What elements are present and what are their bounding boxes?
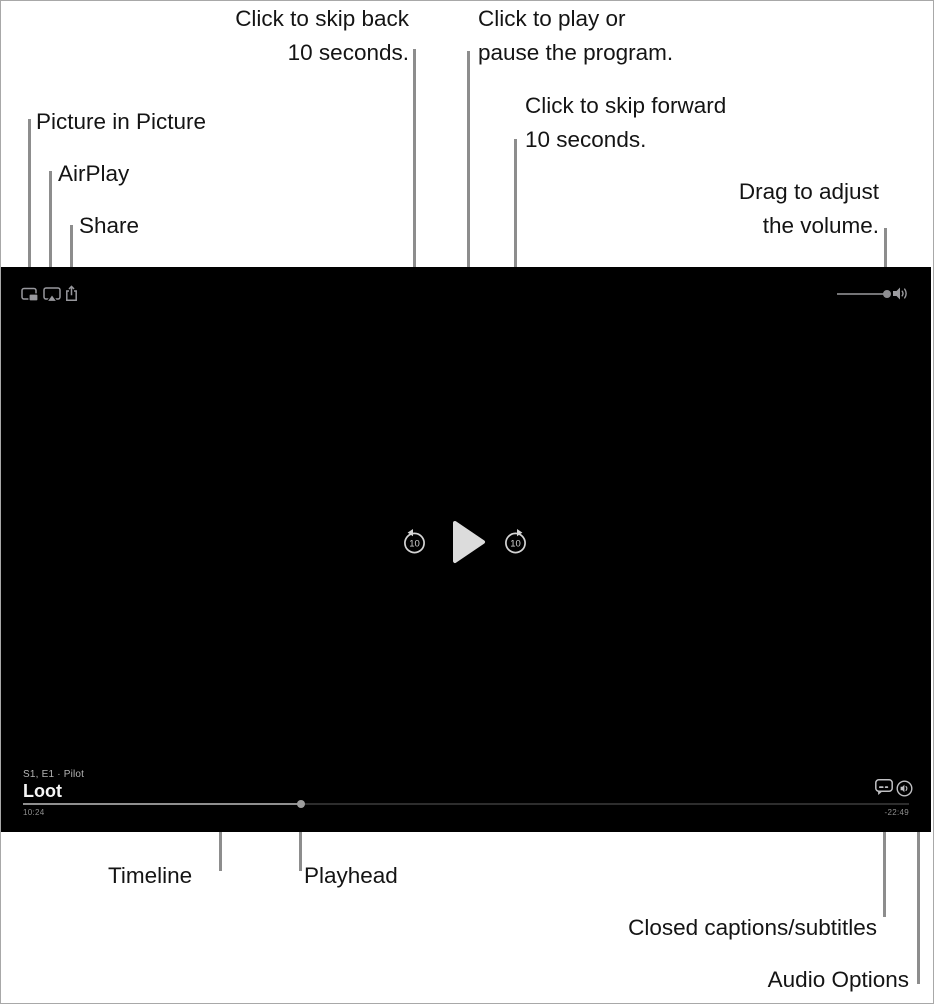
callout-skip-forward-line2: 10 seconds. bbox=[525, 127, 647, 152]
callout-volume-line1: Drag to adjust bbox=[738, 179, 879, 204]
svg-text:10: 10 bbox=[409, 539, 420, 550]
share-button[interactable] bbox=[65, 285, 78, 302]
timeline-played-bar bbox=[23, 803, 301, 805]
skip-back-10-icon: 10 bbox=[402, 529, 427, 557]
volume-slider[interactable] bbox=[837, 293, 885, 295]
share-icon bbox=[65, 285, 78, 305]
callout-line-captions bbox=[883, 798, 886, 917]
captions-icon bbox=[875, 779, 894, 799]
callout-skip-back: Click to skip back 10 seconds. bbox=[235, 2, 409, 70]
callout-skip-forward: Click to skip forward 10 seconds. bbox=[525, 89, 726, 157]
show-title: Loot bbox=[23, 781, 62, 801]
playhead-handle[interactable] bbox=[297, 800, 305, 808]
callout-line-share bbox=[70, 225, 73, 284]
callout-share: Share bbox=[79, 213, 140, 238]
callout-volume-line2: the volume. bbox=[762, 213, 879, 238]
volume-slider-knob[interactable] bbox=[883, 290, 891, 298]
callout-audio-options: Audio Options bbox=[767, 967, 909, 992]
skip-forward-10-button[interactable]: 10 bbox=[503, 528, 528, 554]
skip-back-10-button[interactable]: 10 bbox=[402, 528, 427, 554]
callout-line-audio-options bbox=[917, 787, 920, 984]
play-pause-button[interactable] bbox=[452, 520, 486, 564]
callout-playhead: Playhead bbox=[304, 863, 398, 888]
callout-line-pip bbox=[28, 119, 31, 284]
time-elapsed: 10:24 bbox=[23, 808, 45, 817]
callout-volume: Drag to adjust the volume. bbox=[739, 175, 879, 243]
callout-pip: Picture in Picture bbox=[36, 109, 207, 134]
callout-play-pause-line1: Click to play or bbox=[478, 6, 626, 31]
callout-timeline: Timeline bbox=[108, 863, 193, 888]
skip-forward-10-icon: 10 bbox=[503, 529, 528, 557]
callout-play-pause-line2: pause the program. bbox=[478, 40, 674, 65]
time-remaining: -22:49 bbox=[884, 808, 909, 817]
callout-skip-back-line2: 10 seconds. bbox=[287, 40, 409, 65]
callout-airplay: AirPlay bbox=[58, 161, 130, 186]
airplay-icon bbox=[43, 287, 61, 305]
callout-play-pause: Click to play or pause the program. bbox=[478, 2, 673, 70]
svg-text:10: 10 bbox=[510, 539, 521, 550]
volume-icon[interactable] bbox=[892, 286, 910, 301]
closed-captions-button[interactable] bbox=[875, 779, 894, 796]
picture-in-picture-button[interactable] bbox=[21, 287, 39, 302]
episode-metadata: S1, E1 · Pilot bbox=[23, 769, 85, 780]
audio-options-button[interactable] bbox=[896, 780, 913, 797]
timeline-scrubber[interactable] bbox=[23, 800, 909, 808]
callout-line-playhead bbox=[299, 809, 302, 871]
callout-line-volume bbox=[884, 228, 887, 289]
callout-skip-back-line1: Click to skip back bbox=[235, 6, 409, 31]
video-player: 10 10 S1, E1 · Pilot Loot bbox=[1, 267, 931, 832]
callout-skip-forward-line1: Click to skip forward bbox=[525, 93, 727, 118]
callout-captions: Closed captions/subtitles bbox=[628, 915, 877, 940]
play-icon bbox=[452, 521, 486, 567]
pip-icon bbox=[21, 287, 39, 305]
audio-options-icon bbox=[896, 780, 913, 800]
callout-line-timeline bbox=[219, 807, 222, 871]
airplay-button[interactable] bbox=[43, 287, 61, 305]
callout-line-airplay bbox=[49, 171, 52, 284]
